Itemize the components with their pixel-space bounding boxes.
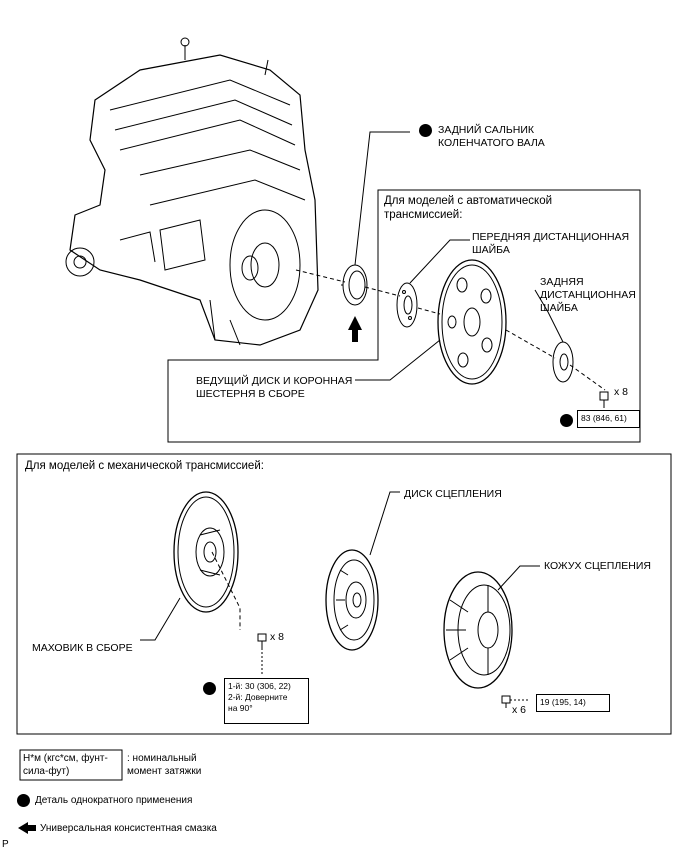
- page-marker: P: [2, 839, 9, 850]
- non-reusable-part-icon: [560, 414, 573, 427]
- flywheel-illustration: [173, 491, 239, 613]
- rear-oil-seal-label: ЗАДНИЙ САЛЬНИК КОЛЕНЧАТОГО ВАЛА: [438, 124, 545, 149]
- drive-plate-illustration: [437, 259, 507, 385]
- front-spacer-illustration: [396, 282, 418, 328]
- grease-arrow-icon: [18, 822, 36, 834]
- legend-unit-description: : номинальный момент затяжки: [127, 753, 202, 777]
- drive-plate-label: ВЕДУЩИЙ ДИСК И КОРОННАЯ ШЕСТЕРНЯ В СБОРЕ: [196, 375, 353, 400]
- drive-plate-torque: 83 (846, 61): [577, 410, 640, 428]
- legend-grease-text: Универсальная консистентная смазка: [40, 823, 217, 834]
- flywheel-leader: [140, 597, 181, 641]
- drive-plate-bolt-illustration: [599, 391, 609, 406]
- flywheel-bolt-illustration: [257, 633, 267, 648]
- clutch-cover-torque: 19 (195, 14): [536, 694, 610, 712]
- center-line-seal: [295, 269, 346, 283]
- manual-transmission-frame: [16, 453, 672, 735]
- manual-transmission-title: Для моделей с механической трансмиссией:: [25, 460, 264, 472]
- grease-arrow-icon: [348, 316, 362, 342]
- drive-plate-leader: [355, 339, 441, 381]
- legend-unit-box: Н*м (кгс*см, фунт- сила-фут): [23, 753, 108, 777]
- rear-spacer-label: ЗАДНЯЯ ДИСТАНЦИОННАЯ ШАЙБА: [540, 276, 636, 314]
- flywheel-bolt-qty: x 8: [270, 631, 285, 643]
- clutch-cover-label: КОЖУХ СЦЕПЛЕНИЯ: [544, 560, 651, 572]
- clutch-disc-illustration: [325, 549, 379, 651]
- clutch-disc-leader: [369, 491, 400, 556]
- auto-transmission-frame: [167, 189, 641, 443]
- cover-bolt-illustration: [501, 695, 511, 708]
- clutch-cover-leader: [497, 565, 540, 591]
- flywheel-label: МАХОВИК В СБОРЕ: [32, 642, 133, 654]
- oil-seal-leader: [354, 131, 410, 266]
- rear-spacer-illustration: [552, 341, 574, 383]
- auto-transmission-title: Для моделей с автоматической трансмиссие…: [384, 195, 553, 221]
- legend-non-reusable-text: Деталь однократного применения: [35, 795, 193, 806]
- front-spacer-label: ПЕРЕДНЯЯ ДИСТАНЦИОННАЯ ШАЙБА: [472, 231, 630, 256]
- flywheel-torque: 1-й: 30 (306, 22) 2-й: Доверните на 90°: [224, 678, 309, 724]
- drive-plate-bolt-qty: x 8: [614, 386, 629, 398]
- clutch-cover-illustration: [443, 571, 513, 689]
- clutch-disc-label: ДИСК СЦЕПЛЕНИЯ: [404, 488, 502, 500]
- cover-bolt-qty: x 6: [512, 704, 527, 716]
- front-spacer-leader: [409, 239, 470, 284]
- non-reusable-part-icon: [419, 124, 432, 137]
- rear-spacer-leader: [534, 289, 564, 343]
- rear-oil-seal-illustration: [341, 264, 368, 306]
- non-reusable-part-icon: [203, 682, 216, 695]
- non-reusable-part-icon: [17, 794, 30, 807]
- engine-illustration: [65, 37, 319, 346]
- legend-unit-box-frame: [19, 749, 123, 781]
